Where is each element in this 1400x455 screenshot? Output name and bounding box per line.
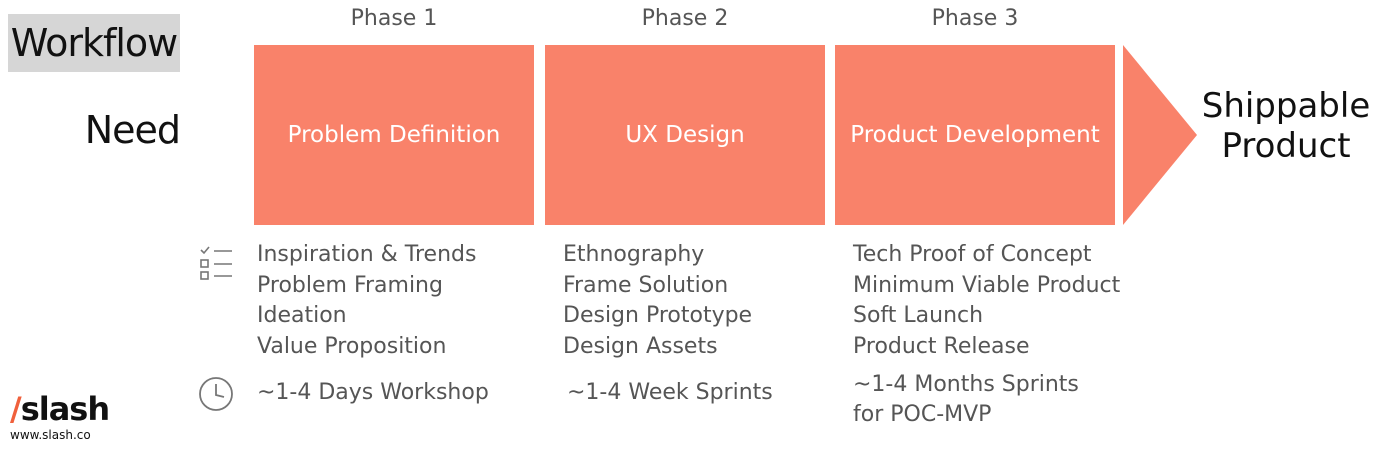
phase-1-duration: ~1-4 Days Workshop xyxy=(257,380,489,405)
task-item: Value Proposition xyxy=(257,333,447,359)
logo-url: www.slash.co xyxy=(10,428,91,442)
task-item: Design Prototype xyxy=(563,303,753,328)
phase-3-duration: ~1-4 Months Sprints for POC-MVP xyxy=(853,370,1079,430)
phase-1-title: Phase 1 xyxy=(350,6,438,31)
outcome-line-1: Shippable xyxy=(1201,86,1371,126)
logo-mark: /slash xyxy=(10,390,110,428)
arrow-head xyxy=(1123,45,1197,225)
phase-2-box: UX Design xyxy=(545,45,825,225)
phase-3-title: Phase 3 xyxy=(931,6,1019,31)
outcome-label: Shippable Product xyxy=(1196,86,1376,166)
phase-2-name: UX Design xyxy=(625,122,745,148)
phase-3-tasks: Tech Proof of Concept Minimum Viable Pro… xyxy=(853,240,1120,362)
task-item: Ideation xyxy=(257,303,347,328)
phase-3-box: Product Development xyxy=(835,45,1115,225)
phase-1-tasks: Inspiration & Trends Problem Framing Ide… xyxy=(257,240,476,362)
workflow-label: Workflow xyxy=(8,14,180,72)
phase-3-name: Product Development xyxy=(850,122,1100,148)
clock-icon xyxy=(199,377,233,411)
task-item: Inspiration & Trends xyxy=(257,242,477,267)
logo-text: slash xyxy=(20,390,110,428)
phase-3-duration-line-1: ~1-4 Months Sprints xyxy=(853,372,1079,397)
task-item: Soft Launch xyxy=(853,303,984,328)
checklist-icon xyxy=(200,246,232,280)
phase-1-box: Problem Definition xyxy=(254,45,534,225)
slash-logo: /slash www.slash.co xyxy=(10,390,110,442)
task-item: Design Assets xyxy=(563,333,718,359)
task-item: Ethnography xyxy=(563,242,705,267)
phase-3-duration-line-2: for POC-MVP xyxy=(853,402,992,427)
outcome-line-2: Product xyxy=(1221,126,1351,166)
task-item: Product Release xyxy=(853,333,1030,359)
task-item: Minimum Viable Product xyxy=(853,272,1121,298)
logo-slash: / xyxy=(10,390,22,428)
need-label: Need xyxy=(84,108,181,152)
phase-2-tasks: Ethnography Frame Solution Design Protot… xyxy=(563,240,752,362)
task-item: Problem Framing xyxy=(257,272,443,298)
phase-2-title: Phase 2 xyxy=(641,6,729,31)
task-item: Tech Proof of Concept xyxy=(853,242,1092,267)
phase-1-name: Problem Definition xyxy=(287,122,501,148)
task-item: Frame Solution xyxy=(563,272,729,298)
phase-2-duration: ~1-4 Week Sprints xyxy=(567,380,773,405)
